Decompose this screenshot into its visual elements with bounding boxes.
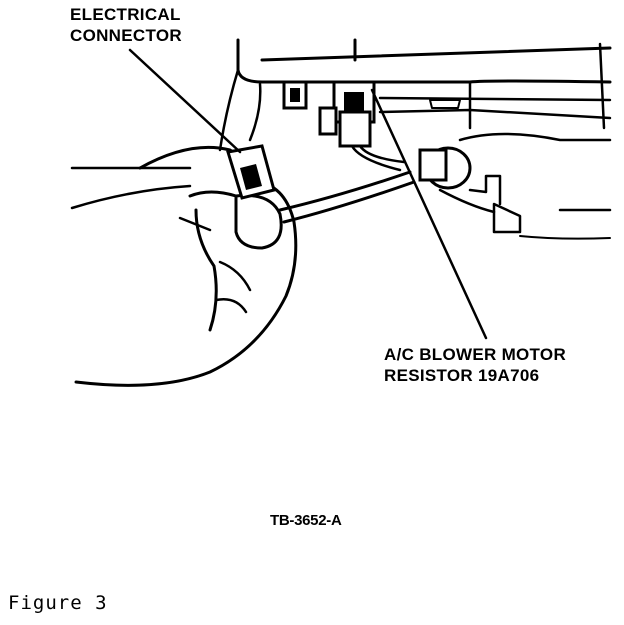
wiring-harness (278, 170, 416, 224)
label-connector-line1: ELECTRICAL (70, 5, 181, 24)
hand-illustration (74, 144, 298, 387)
resistor-housing (282, 80, 406, 172)
connector-illustration (226, 144, 276, 200)
figure-caption: Figure 3 (8, 592, 108, 614)
leader-resistor (370, 88, 488, 340)
label-resistor-line1: A/C BLOWER MOTOR (384, 345, 567, 364)
label-connector-line2: CONNECTOR (70, 26, 182, 45)
label-blower-resistor: A/C BLOWER MOTOR RESISTOR 19A706 (384, 344, 566, 386)
leader-connector (128, 48, 242, 154)
label-resistor-line2: RESISTOR 19A706 (384, 366, 540, 385)
blower-motor (418, 132, 612, 240)
dash-edge (70, 166, 192, 210)
drawing-code: TB-3652-A (270, 512, 342, 529)
label-electrical-connector: ELECTRICAL CONNECTOR (70, 4, 182, 46)
dash-structure (218, 38, 612, 152)
